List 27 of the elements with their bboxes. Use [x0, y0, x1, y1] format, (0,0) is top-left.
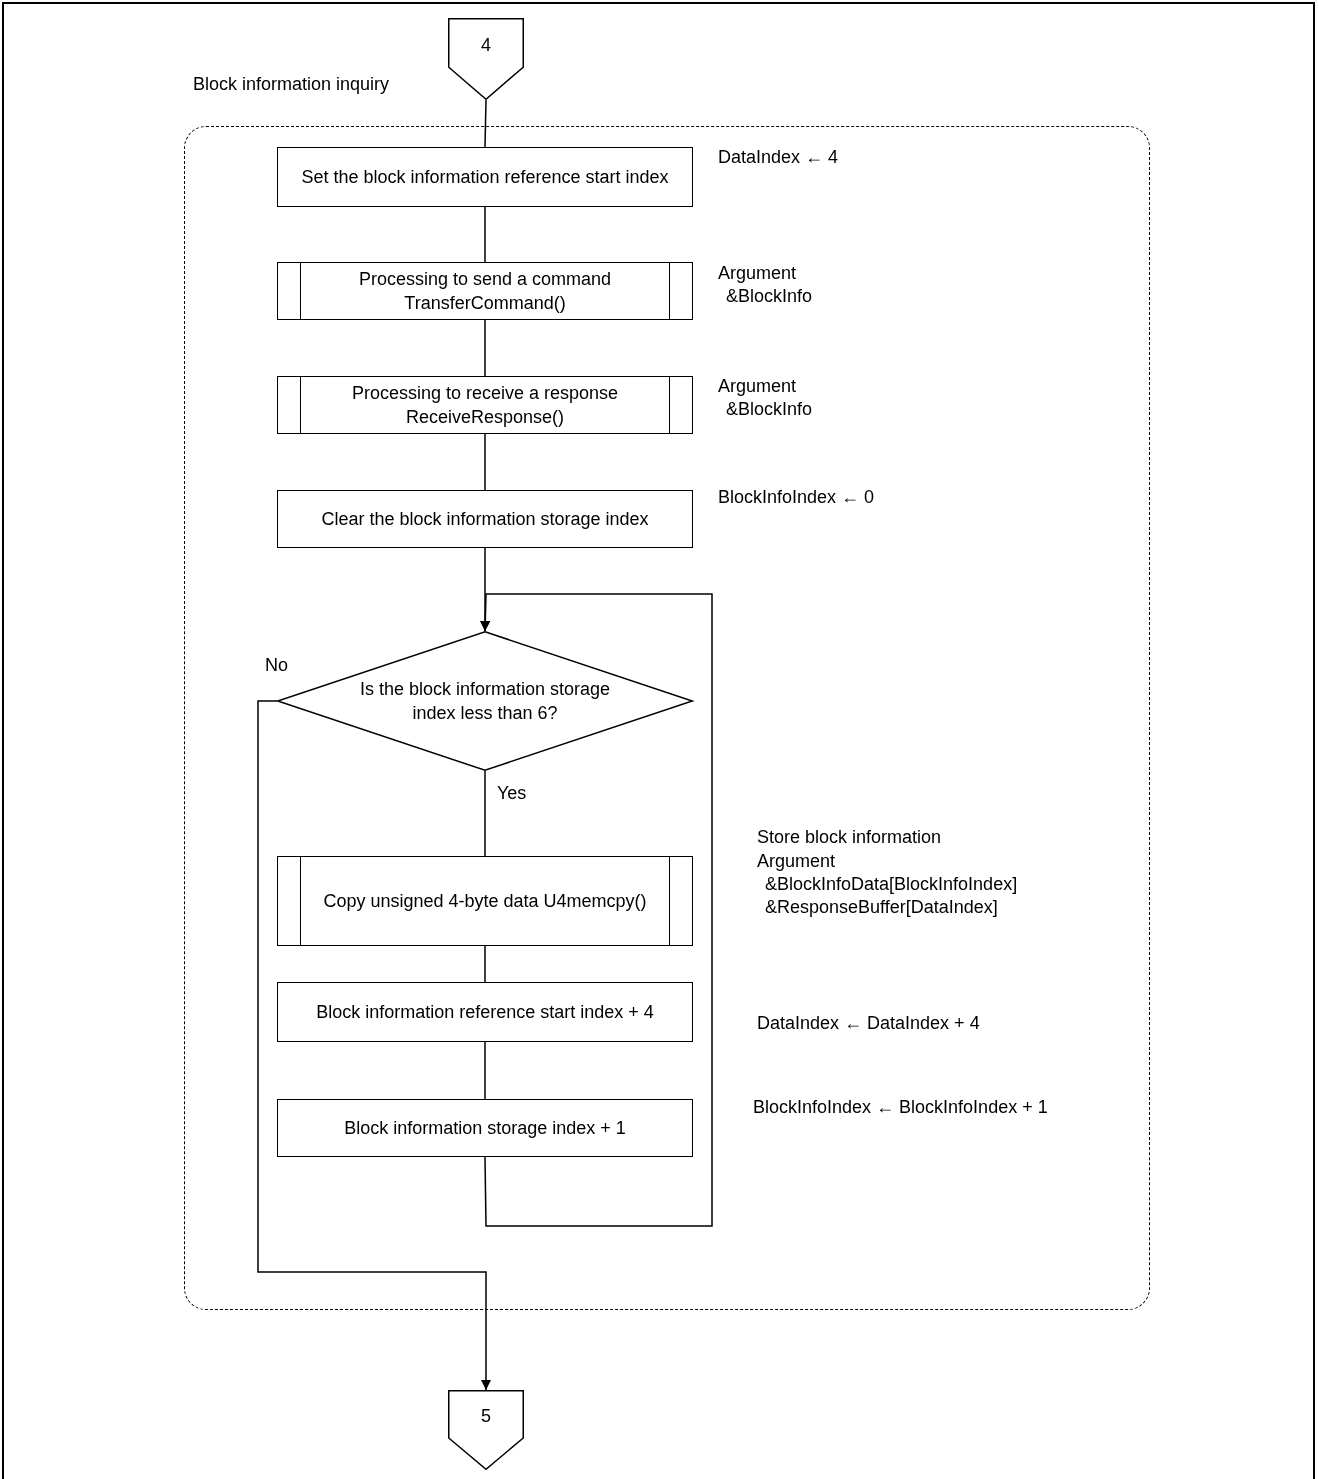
annotation-text: Argument &BlockInfoData[BlockInfoIndex] &ResponseBuffer[DataIndex]: [757, 850, 1019, 919]
annotation-text: BlockInfoIndex ← BlockInfoIndex + 1: [753, 1096, 1049, 1119]
annotation-text: Argument &BlockInfo: [718, 262, 814, 308]
subroutine-box: Copy unsigned 4-byte data U4memcpy(): [277, 856, 693, 946]
annotation-text: DataIndex ← 4: [718, 146, 840, 169]
connector-line: [484, 319, 486, 377]
annotation-text: Argument &BlockInfo: [718, 375, 814, 421]
annotation-text: DataIndex ← DataIndex + 4: [757, 1012, 981, 1035]
group-title: Block information inquiry: [193, 74, 390, 95]
connector-line: [484, 99, 487, 148]
annotation-text: Store block information: [757, 826, 943, 849]
process-box: Clear the block information storage index: [277, 490, 693, 548]
connector-line: [484, 433, 486, 491]
annotation-text: BlockInfoIndex ← 0: [718, 486, 876, 509]
process-box: Set the block information reference start index: [277, 147, 693, 207]
arrow: [257, 700, 491, 1391]
connector-line: [484, 770, 486, 857]
process-box: Block information storage index + 1: [277, 1099, 693, 1157]
process-box: Block information reference start index + 4: [277, 982, 693, 1042]
off-page-connector: 4: [448, 18, 524, 100]
off-page-connector: 5: [448, 1390, 524, 1470]
subroutine-box: Processing to receive a response ReceiveResponse(): [277, 376, 693, 434]
connector-line: [484, 206, 486, 263]
connector-line: [484, 945, 486, 983]
arrow: [480, 593, 713, 1227]
connector-line: [484, 1041, 486, 1100]
subroutine-box: Processing to send a command TransferCommand(): [277, 262, 693, 320]
